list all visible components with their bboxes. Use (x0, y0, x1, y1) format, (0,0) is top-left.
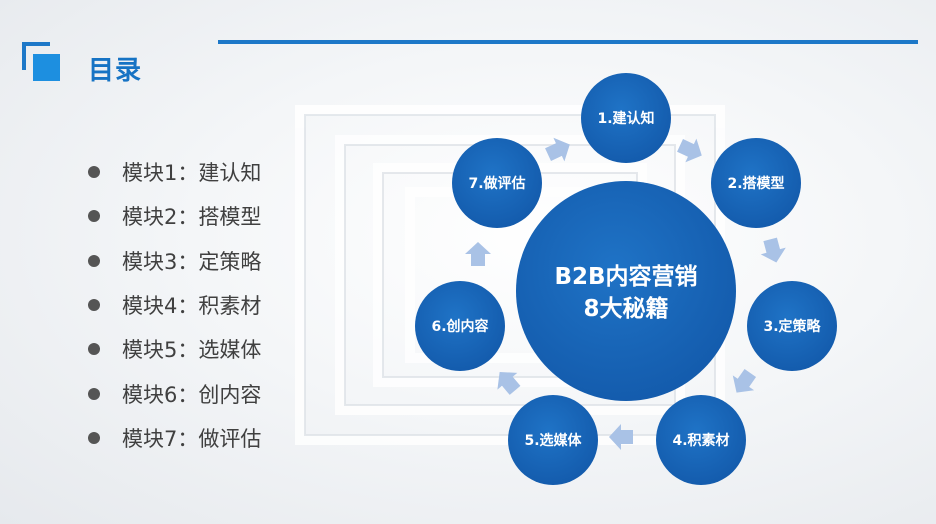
node-label: 1.建认知 (597, 110, 654, 127)
node-2: 2.搭模型 (711, 138, 801, 228)
node-label: 5.选媒体 (524, 432, 582, 449)
bullet-icon (88, 299, 100, 312)
center-title-line2: 8大秘籍 (583, 295, 668, 322)
arrow-icon (465, 242, 491, 266)
bullet-icon (88, 254, 100, 267)
center-circle (516, 181, 736, 401)
module-label: 模块4：积素材 (122, 294, 262, 319)
module-label: 模块7：做评估 (122, 426, 262, 451)
node-label: 4.积素材 (672, 432, 729, 449)
bullet-icon (88, 431, 100, 444)
module-label: 模块3：定策略 (122, 249, 262, 274)
list-item: 模块6：创内容 (88, 371, 261, 415)
arrow-icon (732, 368, 757, 393)
module-label: 模块2：搭模型 (122, 205, 262, 230)
module-label: 模块5：选媒体 (122, 338, 262, 363)
list-item: 模块7：做评估 (88, 416, 261, 460)
node-label: 6.创内容 (431, 318, 488, 335)
node-3: 3.定策略 (747, 281, 837, 371)
arrow-icon (609, 424, 633, 450)
list-item: 模块3：定策略 (88, 239, 261, 283)
center-title-line1: B2B内容营销 (554, 263, 697, 290)
node-label: 2.搭模型 (727, 175, 784, 192)
header-divider-line (218, 40, 918, 44)
arrow-icon (677, 138, 702, 163)
node-5: 5.选媒体 (508, 395, 598, 485)
list-item: 模块2：搭模型 (88, 194, 261, 238)
arrow-icon (760, 237, 786, 263)
module-label: 模块1：建认知 (122, 161, 262, 186)
node-7: 7.做评估 (452, 138, 542, 228)
node-label: 3.定策略 (763, 318, 821, 335)
bullet-icon (88, 166, 100, 179)
arrow-icon (497, 372, 521, 395)
bullet-icon (88, 343, 100, 356)
bullet-icon (88, 210, 100, 223)
page-title: 目录 (88, 56, 143, 86)
list-item: 模块1：建认知 (88, 150, 261, 194)
list-item: 模块4：积素材 (88, 283, 261, 327)
list-item: 模块5：选媒体 (88, 327, 261, 371)
module-list: 模块1：建认知 模块2：搭模型 模块3：定策略 模块4：积素材 模块5：选媒体 … (88, 150, 261, 460)
arrow-icon (545, 137, 570, 162)
title-square-icon (22, 42, 66, 86)
node-6: 6.创内容 (415, 281, 505, 371)
node-4: 4.积素材 (656, 395, 746, 485)
node-label: 7.做评估 (468, 175, 525, 192)
bullet-icon (88, 387, 100, 400)
module-label: 模块6：创内容 (122, 382, 262, 407)
node-1: 1.建认知 (581, 73, 671, 163)
